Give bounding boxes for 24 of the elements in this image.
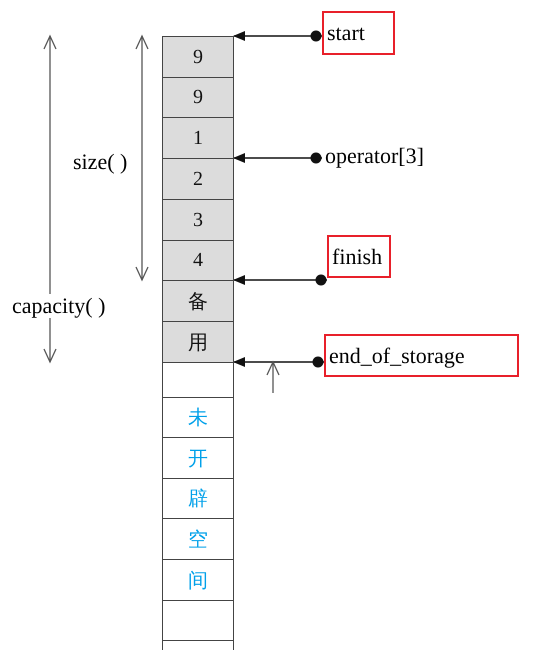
pointer-arrow (233, 152, 322, 164)
memory-cell: 2 (162, 158, 234, 200)
memory-cell: 9 (162, 36, 234, 78)
highlighted-pointer-label: end_of_storage (324, 334, 519, 377)
memory-cell: 间 (162, 559, 234, 601)
pointer-arrow (233, 274, 327, 286)
memory-cell: 9 (162, 77, 234, 118)
highlighted-pointer-label: start (322, 11, 395, 55)
memory-cell: 1 (162, 117, 234, 159)
highlighted-pointer-label: finish (327, 235, 391, 278)
empty-memory-cell (162, 600, 234, 641)
dimension-label: capacity( ) (12, 294, 106, 318)
memory-cell: 未 (162, 397, 234, 438)
memory-cell: 辟 (162, 478, 234, 519)
memory-cell: 用 (162, 321, 234, 363)
memory-cell: 备 (162, 280, 234, 322)
pointer-arrow (233, 356, 324, 368)
memory-cell: 开 (162, 437, 234, 479)
pointer-label: operator[3] (322, 138, 462, 174)
memory-cell: 4 (162, 240, 234, 281)
pointer-arrow (233, 30, 322, 42)
memory-cell: 3 (162, 199, 234, 241)
empty-memory-cell (162, 362, 234, 398)
memory-cell: 空 (162, 518, 234, 560)
